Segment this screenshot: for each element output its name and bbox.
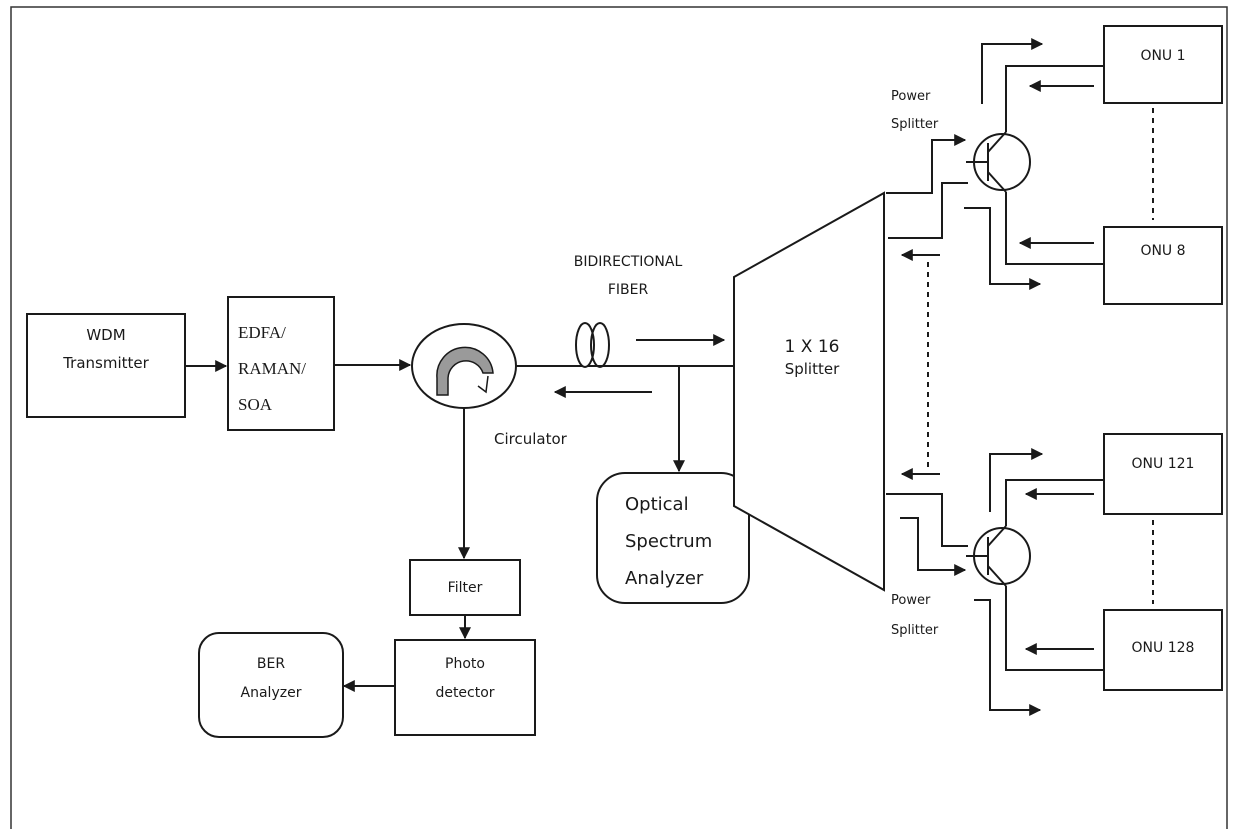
amplifier-line1: EDFA/: [238, 323, 286, 342]
fiber-label-line2: FIBER: [608, 282, 649, 298]
outer-frame: [10, 6, 1228, 829]
ber-analyzer-line1: BER: [257, 656, 285, 672]
wdm-transmitter-block: WDM Transmitter: [26, 313, 186, 418]
feed-arrow-top: [886, 134, 967, 194]
filter-label: Filter: [448, 580, 483, 596]
return-line-top: [888, 182, 968, 239]
osa-line3: Analyzer: [625, 568, 704, 589]
onu-121-label: ONU 121: [1132, 456, 1195, 472]
photodetector-line1: Photo: [445, 656, 485, 672]
onu-121-block: ONU 121: [1103, 433, 1223, 515]
onu-8-label: ONU 8: [1140, 243, 1185, 259]
onu-1-block: ONU 1: [1103, 25, 1223, 104]
filter-block: Filter: [409, 559, 521, 616]
splitter-1x16: 1 X 16 Splitter: [733, 191, 885, 592]
amplifier-line3: SOA: [238, 395, 273, 414]
photodetector-block: Photo detector: [394, 639, 536, 736]
power-splitter-top-label-line2: Splitter: [891, 117, 939, 132]
amplifier-block: EDFA/ RAMAN/ SOA: [227, 296, 335, 431]
power-splitter-bottom: [966, 525, 1031, 587]
power-splitter-bottom-label-line2: Splitter: [891, 623, 939, 638]
ber-analyzer-line2: Analyzer: [241, 685, 302, 701]
amplifier-line2: RAMAN/: [238, 359, 306, 378]
circulator-arrowhead-icon: [477, 375, 489, 394]
fiber-coil-icon: [575, 322, 610, 368]
osa-line2: Spectrum: [625, 531, 712, 552]
splitter-label-line1: 1 X 16: [785, 337, 840, 357]
onu-1-label: ONU 1: [1140, 48, 1185, 64]
onu-128-label: ONU 128: [1132, 640, 1195, 656]
circulator-arc-icon: [436, 346, 494, 396]
circulator: [411, 323, 517, 409]
downstream-arrow-onu8: [964, 207, 1042, 290]
power-splitter-bottom-label-line1: Power: [891, 593, 931, 608]
link-to-onu8: [1005, 192, 1104, 265]
downstream-arrow-onu121: [989, 448, 1044, 512]
downstream-arrow-onu128: [974, 599, 1042, 716]
photodetector-line2: detector: [435, 685, 494, 701]
link-to-onu128: [1005, 586, 1104, 671]
optical-spectrum-analyzer-block: Optical Spectrum Analyzer: [596, 472, 750, 604]
onu-128-block: ONU 128: [1103, 609, 1223, 691]
wdm-transmitter-line2: Transmitter: [62, 354, 149, 372]
splitter-label-line2: Splitter: [785, 360, 840, 378]
downstream-arrow-onu1: [981, 38, 1044, 104]
circulator-label: Circulator: [494, 430, 568, 448]
onu-8-block: ONU 8: [1103, 226, 1223, 305]
link-to-onu121: [1005, 479, 1104, 526]
fiber-label-line1: BIDIRECTIONAL: [574, 254, 683, 270]
osa-line1: Optical: [625, 494, 689, 515]
return-line-bottom: [886, 493, 968, 547]
wdm-transmitter-line1: WDM: [86, 326, 125, 344]
ber-analyzer-block: BER Analyzer: [198, 632, 344, 738]
circulator-ellipse: [411, 323, 517, 409]
power-splitter-top: [966, 131, 1031, 193]
feed-arrow-bottom: [900, 517, 967, 576]
link-to-onu1: [1005, 65, 1104, 132]
power-splitter-top-label-line1: Power: [891, 89, 931, 104]
